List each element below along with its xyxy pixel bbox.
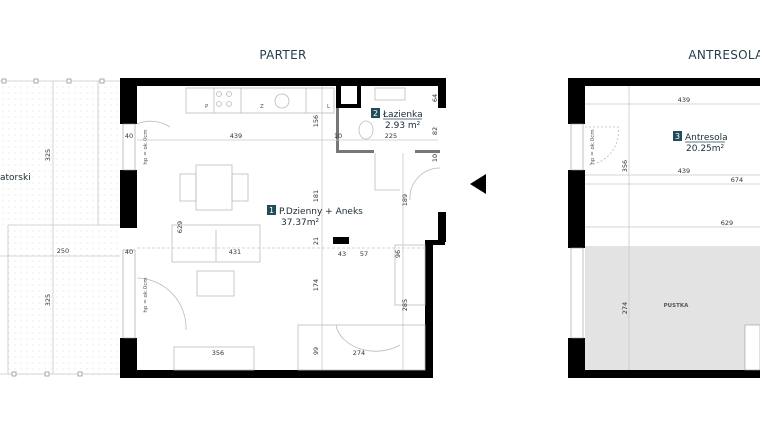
dim-189: 189 xyxy=(401,194,409,206)
terrace-dim-bottom: 325 xyxy=(44,294,52,306)
room-label-3: 3 Antresola 20.25m² xyxy=(673,131,728,154)
parter-walls xyxy=(120,78,446,378)
room-area-3: 20.25m² xyxy=(686,144,725,154)
antresola-dimensions: 439 356 439 674 629 274 PUSTKA xyxy=(621,96,743,314)
dim-356: 356 xyxy=(212,349,224,357)
entrance-arrow-icon xyxy=(470,174,486,194)
dim-431: 431 xyxy=(229,248,241,256)
antresola-window-label: hp = ok.0cm xyxy=(590,129,596,164)
terrace-dim-top: 325 xyxy=(44,149,52,161)
window-label-1: hp = ok.0cm xyxy=(143,129,149,164)
room-label-1: 1 P.Dzienny + Aneks 37.37m² xyxy=(267,205,363,228)
room-name-3: Antresola xyxy=(685,133,728,143)
dim-57: 57 xyxy=(360,250,368,258)
terrace: 325 atorski 250 325 xyxy=(0,78,120,377)
room-label-2: 2 Łazienka 2.93 m² xyxy=(371,108,423,131)
room-name-1: P.Dzienny + Aneks xyxy=(279,207,363,217)
dim-10-a: 10 xyxy=(334,132,342,140)
antresola-dim-629: 629 xyxy=(721,219,733,227)
parter-dimensions: 40 439 156 10 225 64 82 10 181 189 629 4… xyxy=(125,94,439,357)
dim-174: 174 xyxy=(312,279,320,291)
window-label-2: hp = ok.0cm xyxy=(143,277,149,312)
room-name-2: Łazienka xyxy=(382,110,423,120)
dim-40-top: 40 xyxy=(125,132,133,140)
antresola-dim-439-mid: 439 xyxy=(678,167,690,175)
parter-title: PARTER xyxy=(259,48,306,62)
antresola-dim-439-top: 439 xyxy=(678,96,690,104)
dim-82: 82 xyxy=(431,127,439,135)
room-area-1: 37.37m² xyxy=(281,218,320,228)
dim-10-b: 10 xyxy=(431,154,439,162)
antresola-walls: hp = ok.0cm xyxy=(568,78,760,378)
dim-99: 99 xyxy=(312,347,320,355)
antresola-dim-274: 274 xyxy=(621,302,629,314)
dim-64: 64 xyxy=(431,94,439,102)
void-label: PUSTKA xyxy=(664,303,689,309)
dim-285: 285 xyxy=(401,299,409,311)
terrace-dim-width: 250 xyxy=(57,247,69,255)
dim-629: 629 xyxy=(176,221,184,233)
dim-21: 21 xyxy=(312,237,320,245)
room-area-2: 2.93 m² xyxy=(385,121,421,131)
antresola-dimension-lines xyxy=(585,86,760,370)
furniture: P Z L xyxy=(171,87,441,371)
room-number-2: 2 xyxy=(373,109,378,118)
kitchen-mark-l: L xyxy=(327,104,331,110)
dim-156: 156 xyxy=(312,115,320,127)
dim-181: 181 xyxy=(312,190,320,202)
kitchen-mark-p: P xyxy=(205,104,209,110)
terrace-label: atorski xyxy=(0,173,31,183)
antresola-dim-674: 674 xyxy=(731,176,743,184)
room-number-3: 3 xyxy=(675,132,680,141)
room-number-1: 1 xyxy=(269,206,274,215)
dim-274: 274 xyxy=(353,349,365,357)
dim-439: 439 xyxy=(230,132,242,140)
kitchen-mark-z: Z xyxy=(260,104,264,110)
dim-96: 96 xyxy=(394,250,402,258)
dim-40-bottom: 40 xyxy=(125,248,133,256)
dim-43: 43 xyxy=(338,250,346,258)
parter-windows: hp = ok.0cm hp = ok.0cm xyxy=(122,120,187,339)
antresola-title: ANTRESOLA xyxy=(688,48,760,62)
void-area xyxy=(585,246,760,370)
stair-opening xyxy=(744,324,760,371)
dim-225: 225 xyxy=(385,132,397,140)
antresola-dim-356: 356 xyxy=(621,160,629,172)
parter-dimension-lines xyxy=(137,86,438,370)
